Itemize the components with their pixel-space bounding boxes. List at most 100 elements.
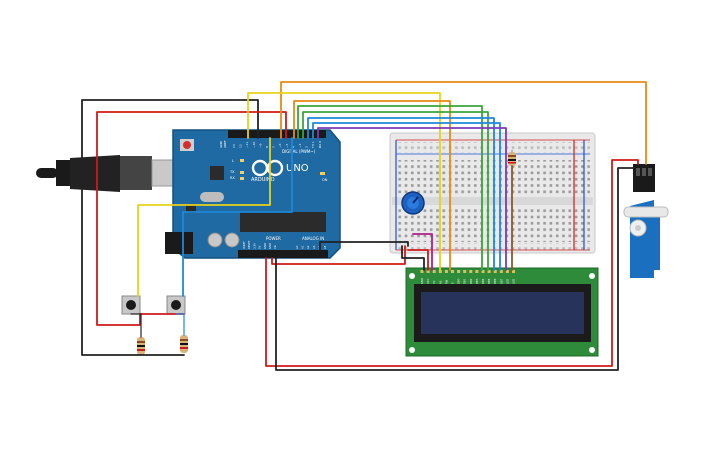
digital-pin-label-10: ~3 bbox=[298, 143, 302, 148]
digital-pin-label-0: 13 bbox=[232, 144, 236, 148]
lcd-pin-15 bbox=[512, 270, 515, 273]
model-label: UNO bbox=[286, 163, 309, 174]
lcd-pin-label-5: E bbox=[451, 282, 455, 284]
digital-pin-label-13: RX 0 bbox=[318, 141, 322, 148]
digital-pin-label-7: ~6 bbox=[278, 143, 282, 148]
lcd-pin-label-15: LED bbox=[512, 279, 516, 284]
lcd-pin-label-12: DB6 bbox=[493, 278, 497, 284]
wire-pot-wiper bbox=[412, 233, 433, 271]
power-pin-label-6: Vin bbox=[273, 245, 277, 249]
power-pin-label-4: GND bbox=[263, 243, 267, 249]
arduino-uno-board: ARDUINO UNO DIGITAL (PWM~) POWER ANALOG … bbox=[165, 129, 341, 259]
wires bbox=[81, 81, 647, 371]
wire-lcd-vcc bbox=[407, 249, 429, 271]
wire-blue-button bbox=[182, 137, 293, 297]
digital-pin-label-3: ~10 bbox=[252, 142, 256, 148]
power-analog-header bbox=[238, 250, 328, 258]
wire-yellow-button bbox=[137, 137, 271, 297]
wire-lcd-db4 bbox=[293, 100, 451, 271]
digital-pin-label-12: TX 1 bbox=[311, 141, 315, 149]
lcd-pin-12 bbox=[493, 270, 497, 273]
resistor-1 bbox=[137, 337, 145, 355]
lcd-pin-label-0: GND bbox=[420, 278, 424, 284]
digital-pin-label-11: 2 bbox=[305, 146, 309, 148]
wire-lcd-rs bbox=[312, 122, 501, 271]
digital-header bbox=[228, 130, 326, 138]
wire-btn2-resistor bbox=[175, 313, 185, 336]
crystal bbox=[200, 192, 224, 202]
lcd-pin-7 bbox=[463, 270, 467, 273]
digital-pin-label-1: 12 bbox=[239, 144, 243, 148]
pushbutton-1 bbox=[121, 295, 141, 315]
lcd-pin-label-7: DB1 bbox=[463, 278, 467, 284]
atmega-chip bbox=[240, 212, 326, 232]
lcd-pin-9 bbox=[475, 270, 479, 273]
lcd-pin-0 bbox=[420, 270, 424, 273]
lcd-pin-label-14: LED bbox=[505, 279, 509, 284]
wire-servo-5v bbox=[265, 159, 639, 367]
l-label: L bbox=[232, 159, 234, 163]
power-pin-label-0: IOREF bbox=[242, 241, 246, 249]
usb-cable bbox=[36, 155, 181, 192]
wire-gnd-left bbox=[81, 99, 259, 356]
potentiometer bbox=[401, 191, 425, 215]
wire-5v-breadboard bbox=[271, 245, 406, 265]
lcd-pin-label-11: DB5 bbox=[487, 278, 491, 284]
digital-pin-label-6: 7 bbox=[272, 146, 276, 148]
wire-lcd-db7 bbox=[307, 117, 495, 271]
power-label: POWER bbox=[266, 236, 281, 241]
lcd-pin-6 bbox=[457, 270, 461, 273]
digital-label: DIGITAL (PWM~) bbox=[282, 149, 316, 154]
digital-pin-label-4: ~9 bbox=[258, 143, 262, 148]
lcd-pin-label-9: DB3 bbox=[475, 278, 479, 284]
wire-lcd-gnd bbox=[401, 245, 425, 271]
digital-pin-label-5: 8 bbox=[265, 146, 269, 148]
lcd-pin-2 bbox=[432, 270, 436, 273]
lcd-pin-14 bbox=[505, 270, 509, 273]
digital-pin-label-2: ~11 bbox=[245, 142, 249, 148]
aref-label: AREF bbox=[223, 140, 227, 148]
lcd-pin-10 bbox=[481, 270, 485, 273]
lcd-pin-label-6: DB0 bbox=[457, 278, 461, 284]
power-pin-label-1: RESET bbox=[247, 240, 251, 249]
wire-yellow-lcd bbox=[247, 92, 441, 271]
lcd-pin-label-3: RS bbox=[438, 280, 442, 284]
analog-pin-label-1: A1 bbox=[301, 245, 305, 249]
analog-label: ANALOG IN bbox=[302, 236, 324, 241]
gnd-label: GND bbox=[219, 140, 223, 148]
lcd-pin-label-2: V0 bbox=[432, 280, 436, 284]
pushbutton-2 bbox=[166, 295, 186, 315]
wire-servo-gnd bbox=[275, 167, 635, 371]
analog-pin-label-3: A3 bbox=[312, 245, 316, 249]
lcd-pin-1 bbox=[426, 270, 430, 273]
digital-pin-label-8: ~5 bbox=[285, 143, 289, 148]
lcd-pin-label-13: DB7 bbox=[499, 278, 503, 284]
lcd-pin-3 bbox=[438, 270, 442, 273]
wire-gnd-breadboard bbox=[319, 241, 409, 251]
lcd-pin-label-10: DB4 bbox=[481, 278, 485, 284]
power-jack bbox=[165, 232, 193, 254]
analog-pin-label-5: A5 bbox=[323, 245, 327, 249]
rx-label: RX bbox=[230, 176, 235, 180]
power-pin-label-5: GND bbox=[268, 243, 272, 249]
on-label: ON bbox=[322, 178, 328, 182]
breadboard bbox=[389, 132, 596, 254]
lcd-pin-label-4: RW bbox=[444, 279, 448, 284]
servo-motor bbox=[623, 164, 669, 278]
power-pin-label-3: 5V bbox=[258, 245, 262, 249]
lcd-pin-label-1: VCC bbox=[426, 278, 430, 284]
lcd-pin-11 bbox=[487, 270, 491, 273]
lcd-pin-5 bbox=[451, 270, 454, 273]
wire-lcd-db6 bbox=[302, 111, 489, 271]
analog-pin-label-0: A0 bbox=[295, 245, 299, 249]
lcd-pin-label-8: DB2 bbox=[469, 278, 473, 284]
lcd-pin-4 bbox=[444, 270, 448, 273]
lcd-pin-13 bbox=[499, 270, 503, 273]
wire-servo-signal bbox=[280, 81, 647, 165]
wire-lcd-db5 bbox=[297, 105, 483, 271]
digital-pin-label-9: 4 bbox=[291, 146, 295, 148]
